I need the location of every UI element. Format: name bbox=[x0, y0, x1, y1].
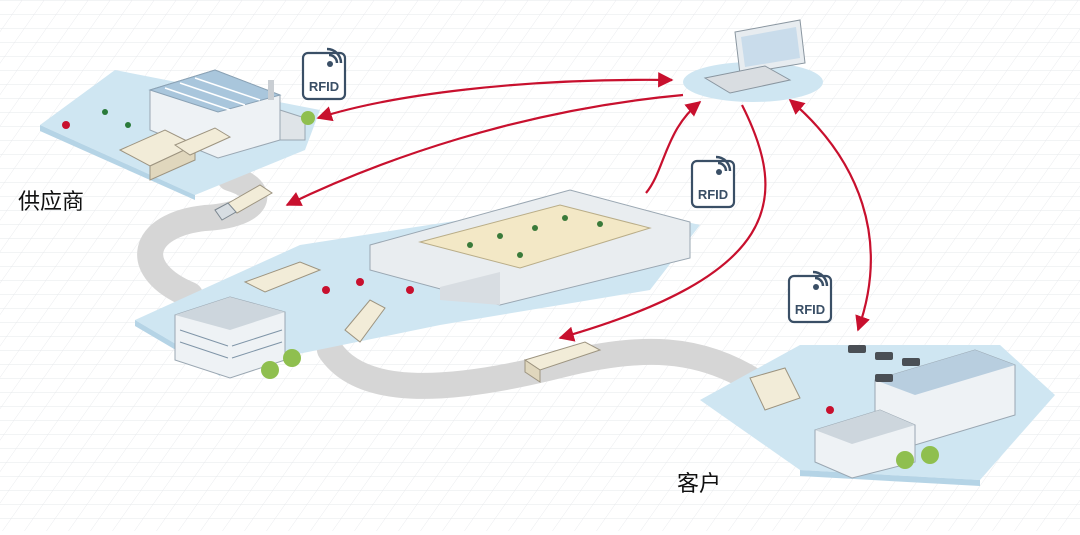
data-flow-arrows bbox=[285, 72, 872, 342]
office-building-icon bbox=[174, 296, 301, 379]
warehouse-trucks bbox=[243, 261, 386, 343]
tree-icon bbox=[283, 349, 301, 367]
tree-icon bbox=[921, 446, 939, 464]
road-truck-2 bbox=[523, 341, 602, 383]
rfid-label: RFID bbox=[698, 187, 728, 202]
rfid-tag-icon: RFID bbox=[787, 270, 833, 324]
rfid-tag-icon: RFID bbox=[690, 155, 736, 209]
road-truck-1 bbox=[214, 184, 273, 221]
supplier-label: 供应商 bbox=[18, 190, 85, 215]
rfid-label: RFID bbox=[309, 79, 339, 94]
supplier-trucks bbox=[62, 109, 232, 181]
rfid-tag-icon: RFID bbox=[301, 47, 347, 101]
tree-icon bbox=[896, 451, 914, 469]
supplier-factory-icon bbox=[148, 69, 315, 159]
tree-icon bbox=[261, 361, 279, 379]
warehouse-icon bbox=[322, 189, 691, 306]
computer-icon bbox=[703, 19, 806, 94]
customer-label: 客户 bbox=[677, 472, 722, 497]
rfid-label: RFID bbox=[795, 302, 825, 317]
customer-factory-icon bbox=[749, 345, 1016, 479]
